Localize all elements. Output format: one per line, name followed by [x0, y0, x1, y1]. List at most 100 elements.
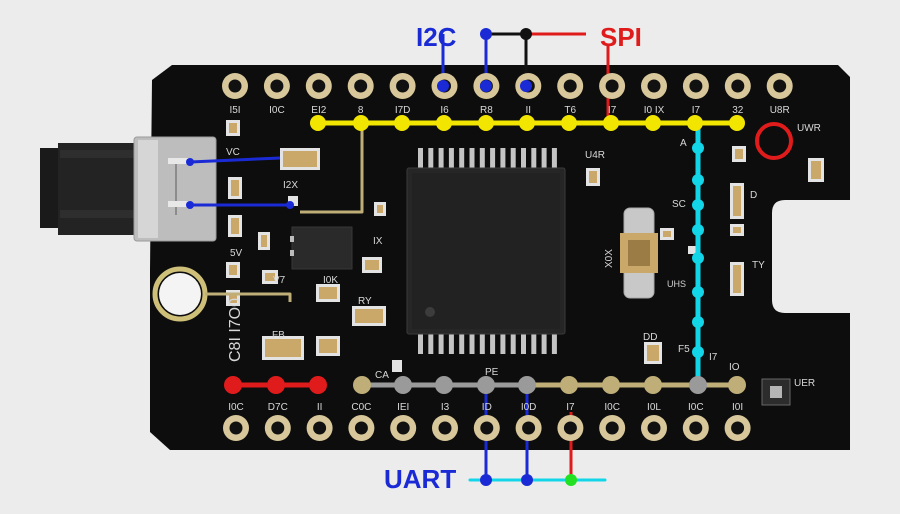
- header-pad: [473, 415, 500, 441]
- connector-dot: [186, 158, 194, 166]
- ic-pin: [551, 148, 557, 170]
- silk-ix: IX: [373, 236, 383, 247]
- silk-dd: DD: [643, 332, 657, 343]
- bottom-pin-label: C0C: [351, 402, 371, 413]
- ic-pin: [541, 148, 547, 170]
- silk-vc: VC: [226, 147, 240, 158]
- gray-bus-dot: [435, 376, 453, 394]
- ic-pin: [438, 148, 444, 170]
- silk-5v: 5V: [230, 248, 243, 259]
- bus-connection-dots: [186, 28, 746, 486]
- ic-pin: [469, 332, 475, 354]
- silk-v7: V7: [273, 275, 286, 286]
- smd-component: [226, 120, 240, 136]
- ic-pin: [531, 332, 537, 354]
- bottom-pin-label: I0L: [647, 402, 661, 413]
- bottom-header-pins: [223, 415, 751, 441]
- smd-components: [226, 120, 824, 372]
- bottom-pin-label: I0C: [688, 402, 704, 413]
- tan-bus-dot: [644, 376, 662, 394]
- header-pad: [641, 415, 667, 441]
- top-pin-label: EI2: [311, 105, 326, 116]
- reset-button: [761, 378, 791, 406]
- red-bus-dot: [309, 376, 327, 394]
- reset-marker-circle: [755, 122, 793, 160]
- ic-pin: [521, 148, 526, 170]
- smd-component: [374, 202, 386, 216]
- ic-pin: [448, 148, 454, 170]
- main-microcontroller-chip: [406, 148, 566, 354]
- gray-bus-dot: [689, 376, 707, 394]
- header-pad: [766, 73, 793, 99]
- yellow-bus-dot: [645, 115, 661, 131]
- connector-dot: [286, 201, 294, 209]
- header-pad: [724, 415, 751, 441]
- silk-uer: UER: [794, 378, 815, 389]
- ic-pin: [500, 148, 506, 170]
- smd-component: [316, 284, 340, 302]
- silk-ry: RY: [358, 296, 372, 307]
- header-pad: [557, 73, 584, 99]
- smd-component: [316, 336, 340, 356]
- smd-component: [392, 360, 402, 372]
- bottom-pin-label: D7C: [268, 402, 288, 413]
- bottom-pin-label: IEI: [397, 402, 409, 413]
- i2c-dot: [520, 80, 532, 92]
- smd-component: [660, 228, 674, 240]
- silk-uwr: UWR: [797, 123, 821, 134]
- header-pad: [557, 415, 584, 441]
- header-pad: [347, 73, 374, 99]
- yellow-bus-dot: [687, 115, 703, 131]
- smd-component: [586, 168, 600, 186]
- top-pin-label: I7D: [395, 105, 411, 116]
- ic-pin: [510, 332, 516, 354]
- header-pad: [306, 415, 333, 441]
- ic-pin: [510, 148, 516, 170]
- ic-pin: [541, 332, 547, 354]
- silk-i2x: I2X: [283, 180, 298, 191]
- smd-component: [228, 177, 242, 199]
- header-pad: [682, 415, 709, 441]
- ic-pin: [418, 148, 423, 170]
- i2c-junction-dot: [520, 28, 532, 40]
- header-pad: [432, 415, 458, 441]
- tan-bus-dot: [602, 376, 620, 394]
- ic-pin: [418, 332, 423, 354]
- cyan-bus-dot: [692, 224, 704, 236]
- smd-component: [352, 306, 386, 326]
- cyan-bus-dot: [692, 199, 704, 211]
- header-pad: [348, 415, 375, 441]
- crystal-oscillator: [620, 207, 658, 299]
- voltage-regulator-chip: [290, 226, 353, 270]
- yellow-bus-dot: [478, 115, 494, 131]
- ic-pin: [521, 332, 526, 354]
- silk-u4r: U4R: [585, 150, 605, 161]
- header-pad: [264, 415, 291, 441]
- yellow-bus-dot: [519, 115, 535, 131]
- top-pin-label: I6: [440, 105, 449, 116]
- header-pad: [305, 73, 332, 99]
- smd-component: [262, 270, 278, 284]
- top-pin-label: 32: [732, 105, 744, 116]
- gray-bus-dot: [394, 376, 412, 394]
- smd-component: [732, 146, 746, 162]
- header-pad: [223, 415, 249, 441]
- bottom-pin-label: I0I: [732, 402, 743, 413]
- header-pad: [599, 415, 626, 441]
- yellow-bus-dot: [310, 115, 326, 131]
- ic-pin: [551, 332, 557, 354]
- top-pin-label: T6: [564, 105, 576, 116]
- yellow-bus-dot: [436, 115, 452, 131]
- header-pad: [724, 73, 751, 99]
- bottom-pin-label: I0D: [521, 402, 537, 413]
- header-pad: [389, 73, 416, 99]
- smd-component: [362, 257, 382, 273]
- top-pin-label: I5I: [229, 105, 240, 116]
- smd-component: [730, 183, 744, 219]
- i2c-junction-dot: [480, 28, 492, 40]
- uart-dot: [521, 474, 533, 486]
- top-pin-label: R8: [480, 105, 493, 116]
- uart-label: UART: [384, 464, 456, 494]
- top-pin-label: I0 IX: [644, 105, 665, 116]
